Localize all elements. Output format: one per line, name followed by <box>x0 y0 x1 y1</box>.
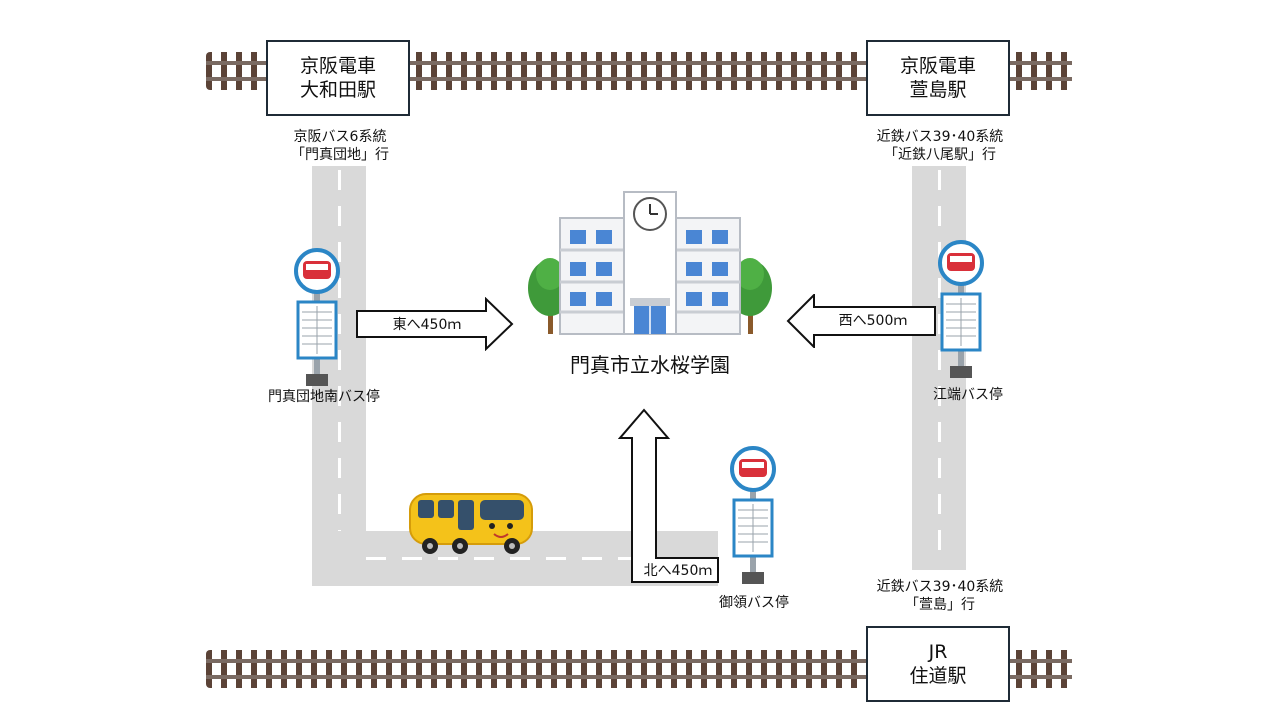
station-name-line1: JR <box>928 641 948 663</box>
bus-route-line2: 「門真団地」行 <box>291 147 389 163</box>
bus-stop-sign-icon <box>730 446 776 584</box>
arrow-north-label: 北へ450ｍ <box>643 563 713 579</box>
bus-stop-sign-icon <box>294 248 340 386</box>
bus-stop-label-left: 門真団地南バス停 <box>268 389 380 405</box>
station-name-line1: 京阪電車 <box>899 55 976 77</box>
bus-stop-sign-icon <box>938 240 984 378</box>
road-bottom-centerline <box>366 557 716 560</box>
station-bottom-right: JR 住道駅 <box>866 626 1010 702</box>
arrow-west <box>786 294 936 348</box>
arrow-east-label: 東へ450ｍ <box>392 317 462 333</box>
station-name-line2: 住道駅 <box>909 665 967 687</box>
road-left-centerline <box>338 170 341 582</box>
station-name-line2: 萱島駅 <box>909 79 967 101</box>
bus-route-label-right-bottom: 近鉄バス39･40系統 「萱島」行 <box>840 578 1040 614</box>
school-bus-icon <box>409 493 533 554</box>
school-name: 門真市立水桜学園 <box>570 353 730 377</box>
bus-route-line2: 「萱島」行 <box>905 597 975 613</box>
arrow-west-label: 西へ500ｍ <box>838 313 908 329</box>
school-building-icon <box>528 191 772 335</box>
bus-route-label-right-top: 近鉄バス39･40系統 「近鉄八尾駅」行 <box>840 128 1040 164</box>
bus-stop-label-bottom: 御領バス停 <box>719 595 789 611</box>
road-right-centerline <box>938 170 941 566</box>
bus-route-line1: 近鉄バス39･40系統 <box>876 579 1004 595</box>
bus-route-line1: 近鉄バス39･40系統 <box>876 129 1004 145</box>
bus-route-line1: 京阪バス6系統 <box>293 129 387 145</box>
bus-stop-label-right: 江端バス停 <box>933 387 1003 403</box>
station-name-line1: 京阪電車 <box>299 55 376 77</box>
station-top-right: 京阪電車 萱島駅 <box>866 40 1010 116</box>
bus-route-label-left: 京阪バス6系統 「門真団地」行 <box>240 128 440 164</box>
station-name-line2: 大和田駅 <box>299 79 376 101</box>
station-top-left: 京阪電車 大和田駅 <box>266 40 410 116</box>
bus-route-line2: 「近鉄八尾駅」行 <box>884 147 996 163</box>
arrow-east <box>356 297 514 351</box>
arrow-north <box>618 408 719 583</box>
